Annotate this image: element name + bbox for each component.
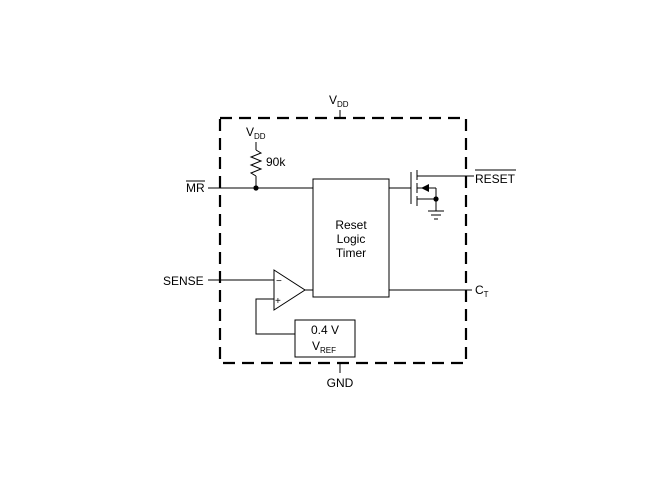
logic-block-line3: Timer	[336, 246, 366, 260]
comparator-plus-label: +	[275, 296, 281, 307]
ct-pin-subscript: T	[484, 290, 489, 299]
package-boundary	[218, 116, 468, 365]
svg-text:VREF: VREF	[312, 339, 336, 355]
svg-text:CT: CT	[475, 283, 489, 299]
pullup-vdd-subscript: DD	[254, 132, 266, 141]
vref-label-subscript: REF	[320, 346, 336, 355]
resistor-value-label: 90k	[266, 155, 286, 169]
pullup-vdd-label: V	[246, 125, 254, 139]
sense-pin: SENSE	[163, 274, 274, 288]
gnd-pin: GND	[327, 363, 354, 390]
vdd-pin-label: V	[329, 93, 337, 107]
mr-pin: MR	[186, 180, 313, 195]
vref-value-label: 0.4 V	[311, 323, 339, 337]
svg-text:VDD: VDD	[329, 93, 349, 109]
mosfet-arrow	[421, 184, 429, 192]
vdd-pin-subscript: DD	[337, 100, 349, 109]
gnd-pin-label: GND	[327, 376, 354, 390]
pullup-resistor: VDD 90k	[246, 125, 286, 188]
comparator: − +	[255, 269, 313, 335]
comparator-minus-label: −	[276, 276, 282, 287]
svg-text:VDD: VDD	[246, 125, 266, 141]
reset-logic-timer-block: Reset Logic Timer	[312, 178, 390, 298]
mosfet-junction-dot	[433, 196, 439, 202]
reset-pin-label: RESET	[475, 172, 516, 186]
mr-pin-label: MR	[186, 181, 205, 195]
logic-block-line1: Reset	[335, 218, 367, 232]
vdd-pin: VDD	[329, 93, 349, 118]
comparator-triangle	[273, 269, 306, 311]
vref-block: 0.4 V VREF	[294, 319, 356, 358]
output-mosfet	[389, 170, 466, 211]
ground-symbol	[428, 210, 444, 220]
logic-block-line2: Logic	[337, 232, 366, 246]
resistor-zigzag	[249, 149, 263, 177]
sense-pin-label: SENSE	[163, 274, 204, 288]
reset-pin: RESET	[466, 169, 516, 186]
vref-label: V	[312, 339, 320, 353]
ct-pin-label: C	[475, 283, 484, 297]
ct-pin: CT	[389, 283, 489, 299]
